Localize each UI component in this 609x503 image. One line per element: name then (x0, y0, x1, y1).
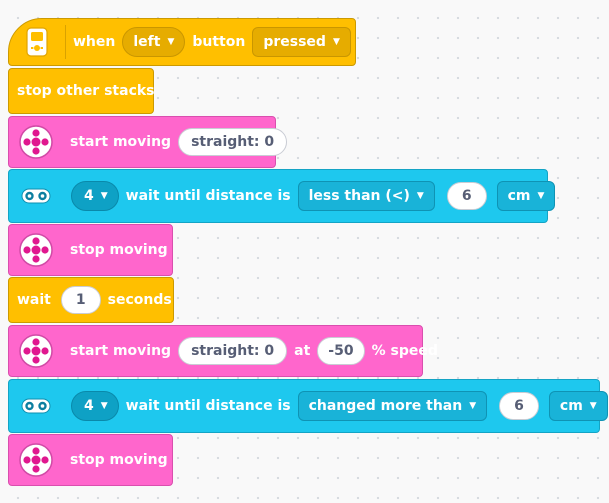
stop-moving-label: stop moving (70, 242, 168, 258)
button-label: button (192, 34, 246, 50)
distance-value-input[interactable]: 6 (446, 182, 487, 210)
wheels-icon (19, 443, 53, 477)
button-value: left (133, 34, 161, 50)
when-label: when (73, 34, 116, 50)
wheels-icon-wrap (9, 326, 63, 376)
wait-until-distance-label: wait until distance is (125, 188, 291, 204)
chevron-down-icon: ▼ (100, 190, 108, 201)
wheels-icon-wrap (9, 225, 63, 275)
speed-suffix-label: % speed (371, 343, 438, 359)
unit-value: cm (507, 188, 531, 204)
stop-moving-block[interactable]: stop moving (8, 224, 173, 276)
distance-sensor-icon-wrap (9, 170, 63, 222)
chevron-down-icon: ▼ (537, 190, 545, 201)
chevron-down-icon: ▼ (589, 400, 597, 411)
wheels-icon-wrap (9, 435, 63, 485)
wait-until-distance-change-block[interactable]: 4 ▼ wait until distance is changed more … (8, 379, 608, 433)
wheels-icon-wrap (9, 117, 63, 167)
when-button-pressed-block[interactable]: when left ▼ button pressed ▼ (8, 18, 356, 66)
chevron-down-icon: ▼ (167, 36, 175, 47)
hub-icon-wrap (9, 19, 65, 65)
steering-input[interactable]: straight: 0 (178, 128, 288, 156)
button-dropdown[interactable]: left ▼ (122, 27, 186, 57)
port-dropdown[interactable]: 4 ▼ (71, 181, 119, 211)
chevron-down-icon: ▼ (469, 400, 477, 411)
unit-value: cm (559, 398, 583, 414)
wait-seconds-block[interactable]: wait 1 seconds (8, 277, 174, 323)
comparison-dropdown[interactable]: less than (<) ▼ (297, 181, 435, 211)
start-moving-block[interactable]: start moving straight: 0 (8, 116, 288, 168)
steering-input[interactable]: straight: 0 (178, 337, 288, 365)
stop-moving-block[interactable]: stop moving (8, 434, 173, 486)
wheels-icon (19, 334, 53, 368)
seconds-input[interactable]: 1 (60, 286, 101, 314)
start-moving-label: start moving (70, 343, 172, 359)
wheels-icon (19, 233, 53, 267)
state-dropdown[interactable]: pressed ▼ (252, 27, 351, 57)
distance-sensor-icon (21, 398, 51, 414)
wait-until-distance-label: wait until distance is (125, 398, 291, 414)
at-label: at (294, 343, 311, 359)
wait-until-distance-block[interactable]: 4 ▼ wait until distance is less than (<)… (8, 169, 556, 223)
comparison-dropdown[interactable]: changed more than ▼ (297, 391, 488, 421)
distance-value-input[interactable]: 6 (499, 392, 539, 420)
port-dropdown[interactable]: 4 ▼ (71, 391, 119, 421)
start-moving-at-speed-block[interactable]: start moving straight: 0 at -50 % speed (8, 325, 438, 377)
state-value: pressed (263, 34, 326, 50)
stop-moving-label: stop moving (70, 452, 168, 468)
speed-input[interactable]: -50 (317, 337, 365, 365)
start-moving-label: start moving (70, 134, 172, 150)
chevron-down-icon: ▼ (416, 190, 424, 201)
comparison-value: less than (<) (308, 188, 410, 204)
stop-other-stacks-label: stop other stacks (17, 83, 155, 99)
divider (65, 25, 66, 59)
unit-dropdown[interactable]: cm ▼ (496, 181, 556, 211)
hub-icon (26, 27, 48, 57)
distance-sensor-icon-wrap (9, 380, 63, 432)
port-value: 4 (84, 188, 94, 204)
distance-sensor-icon (21, 188, 51, 204)
chevron-down-icon: ▼ (100, 400, 108, 411)
chevron-down-icon: ▼ (332, 36, 340, 47)
seconds-label: seconds (107, 292, 172, 308)
port-value: 4 (84, 398, 94, 414)
wait-label: wait (17, 292, 51, 308)
comparison-value: changed more than (308, 398, 463, 414)
wheels-icon (19, 125, 53, 159)
unit-dropdown[interactable]: cm ▼ (548, 391, 608, 421)
stop-other-stacks-block[interactable]: stop other stacks (8, 68, 155, 114)
